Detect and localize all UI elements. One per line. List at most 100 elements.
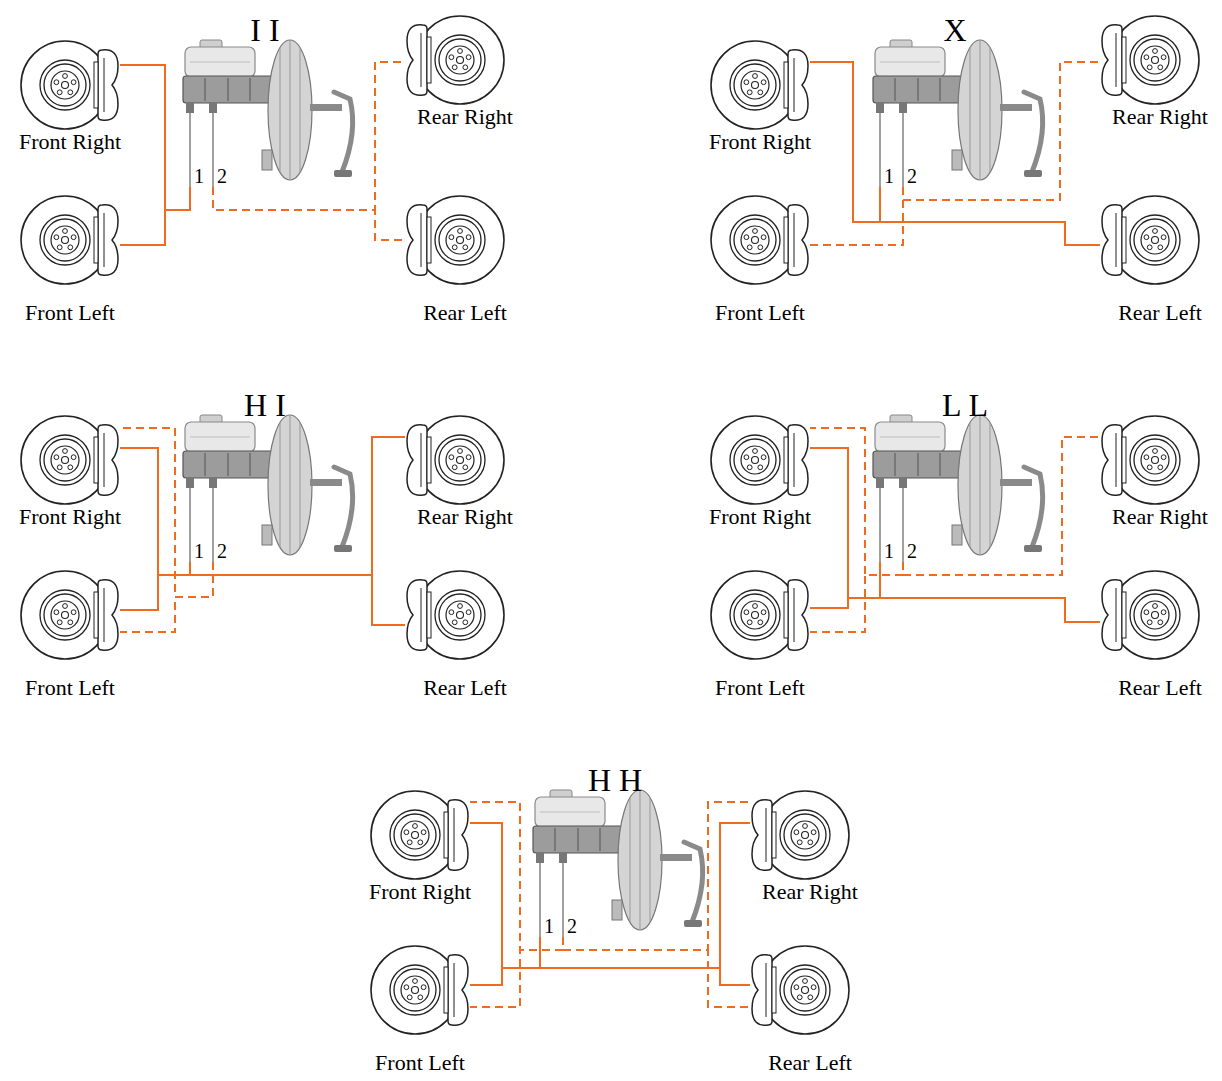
port-number: 2 (567, 915, 577, 937)
wheel-disc (708, 413, 810, 507)
outlet-port: 1 (536, 915, 556, 937)
wheel-brake: Rear Right (750, 788, 852, 882)
wheel-disc (750, 943, 852, 1037)
brake-line-dashed (810, 428, 903, 575)
brake-line-dashed (120, 562, 213, 632)
brake-line-dashed (903, 62, 1100, 200)
port-number-box: 1 (194, 165, 204, 187)
brake-line-dashed (213, 62, 405, 210)
outlet-port: 1 (186, 165, 206, 187)
wheel-brake: Front Right (708, 413, 810, 507)
master-cylinder (873, 40, 1043, 187)
wheel-brake: Rear Left (1100, 568, 1202, 662)
wheel-label-box: Rear Right (417, 505, 513, 529)
wheel-label-box: Front Right (19, 130, 121, 154)
wheel-label: Rear Right (417, 504, 513, 529)
outlet-port: 1 (876, 540, 896, 562)
brake-line-dashed (810, 562, 903, 632)
brake-line-solid (120, 448, 190, 575)
wheel-disc (18, 413, 120, 507)
brake-line-solid (120, 562, 190, 610)
port-number: 2 (907, 165, 917, 187)
wheel-brake: Front Left (708, 568, 810, 662)
wheel-label-box: Front Left (25, 676, 115, 700)
wheel-label: Rear Left (423, 675, 507, 700)
wheel-disc (405, 568, 507, 662)
wheel-disc (708, 38, 810, 132)
outlet-port: 1 (186, 540, 206, 562)
port-number-box: 2 (217, 540, 227, 562)
master-cylinder (183, 40, 353, 187)
wheel-label-box: Rear Left (768, 1051, 852, 1075)
wheel-label-box: Rear Right (1112, 105, 1208, 129)
wheel-brake: Front Left (708, 193, 810, 287)
port-number: 1 (194, 165, 204, 187)
wheel-brake: Rear Right (405, 413, 507, 507)
brake-line-solid (190, 562, 405, 625)
wheel-label: Front Left (375, 1050, 465, 1075)
brake-line-dashed (213, 187, 405, 240)
wheel-brake: Front Left (18, 568, 120, 662)
master-cylinder (873, 415, 1043, 562)
wheel-label: Front Left (715, 300, 805, 325)
wheel-label-box: Rear Right (762, 880, 858, 904)
wheel-disc (405, 13, 507, 107)
brake-line-dashed (810, 187, 903, 245)
layout-title: X (943, 12, 966, 48)
wheel-label: Front Right (19, 504, 121, 529)
wheel-brake: Rear Right (1100, 413, 1202, 507)
wheel-disc (750, 788, 852, 882)
wheel-label-box: Front Left (715, 676, 805, 700)
wheel-label: Front Left (25, 675, 115, 700)
port-number: 1 (544, 915, 554, 937)
master-cylinder (183, 415, 353, 562)
wheel-label-box: Rear Right (417, 105, 513, 129)
wheel-label: Front Right (369, 879, 471, 904)
layout-title: I I (250, 12, 279, 48)
wheel-disc (405, 413, 507, 507)
wheel-label: Front Left (25, 300, 115, 325)
wheel-label: Front Right (709, 504, 811, 529)
wheel-label: Rear Right (762, 879, 858, 904)
wheel-label-box: Front Left (715, 301, 805, 325)
brake-line-solid (190, 437, 405, 575)
brake-line-dashed (120, 428, 213, 597)
brake-line-solid (470, 823, 540, 968)
wheel-label: Rear Left (1118, 300, 1202, 325)
brake-line-solid (120, 65, 190, 210)
wheel-label: Rear Left (768, 1050, 852, 1075)
wheel-label: Rear Right (1112, 504, 1208, 529)
wheel-brake: Front Right (18, 413, 120, 507)
wheel-disc (1100, 413, 1202, 507)
wheel-label-box: Front Right (709, 130, 811, 154)
wheel-brake: Front Left (368, 943, 470, 1037)
layout-title-box: X (943, 12, 966, 48)
outlet-port: 2 (209, 540, 229, 562)
layout-title: H I (244, 387, 286, 423)
port-number-box: 2 (567, 915, 577, 937)
outlet-port: 1 (876, 165, 896, 187)
wheel-label-box: Rear Left (423, 676, 507, 700)
wheel-label-box: Rear Right (1112, 505, 1208, 529)
port-number-box: 1 (544, 915, 554, 937)
brake-line-solid (810, 562, 880, 608)
wheel-brake: Front Left (18, 193, 120, 287)
brake-line-dashed (563, 802, 750, 950)
brake-line-solid (540, 823, 750, 968)
port-number: 1 (884, 540, 894, 562)
outlet-port: 2 (899, 165, 919, 187)
outlet-port: 2 (899, 540, 919, 562)
wheel-disc (708, 193, 810, 287)
layout-title-box: H I (244, 387, 286, 423)
brake-line-solid (810, 62, 880, 222)
layout-title-box: I I (250, 12, 279, 48)
layout-title: H H (588, 762, 642, 798)
port-number: 2 (217, 540, 227, 562)
wheel-brake: Front Right (18, 38, 120, 132)
wheel-label-box: Rear Left (423, 301, 507, 325)
layout-title-box: L L (942, 387, 988, 423)
